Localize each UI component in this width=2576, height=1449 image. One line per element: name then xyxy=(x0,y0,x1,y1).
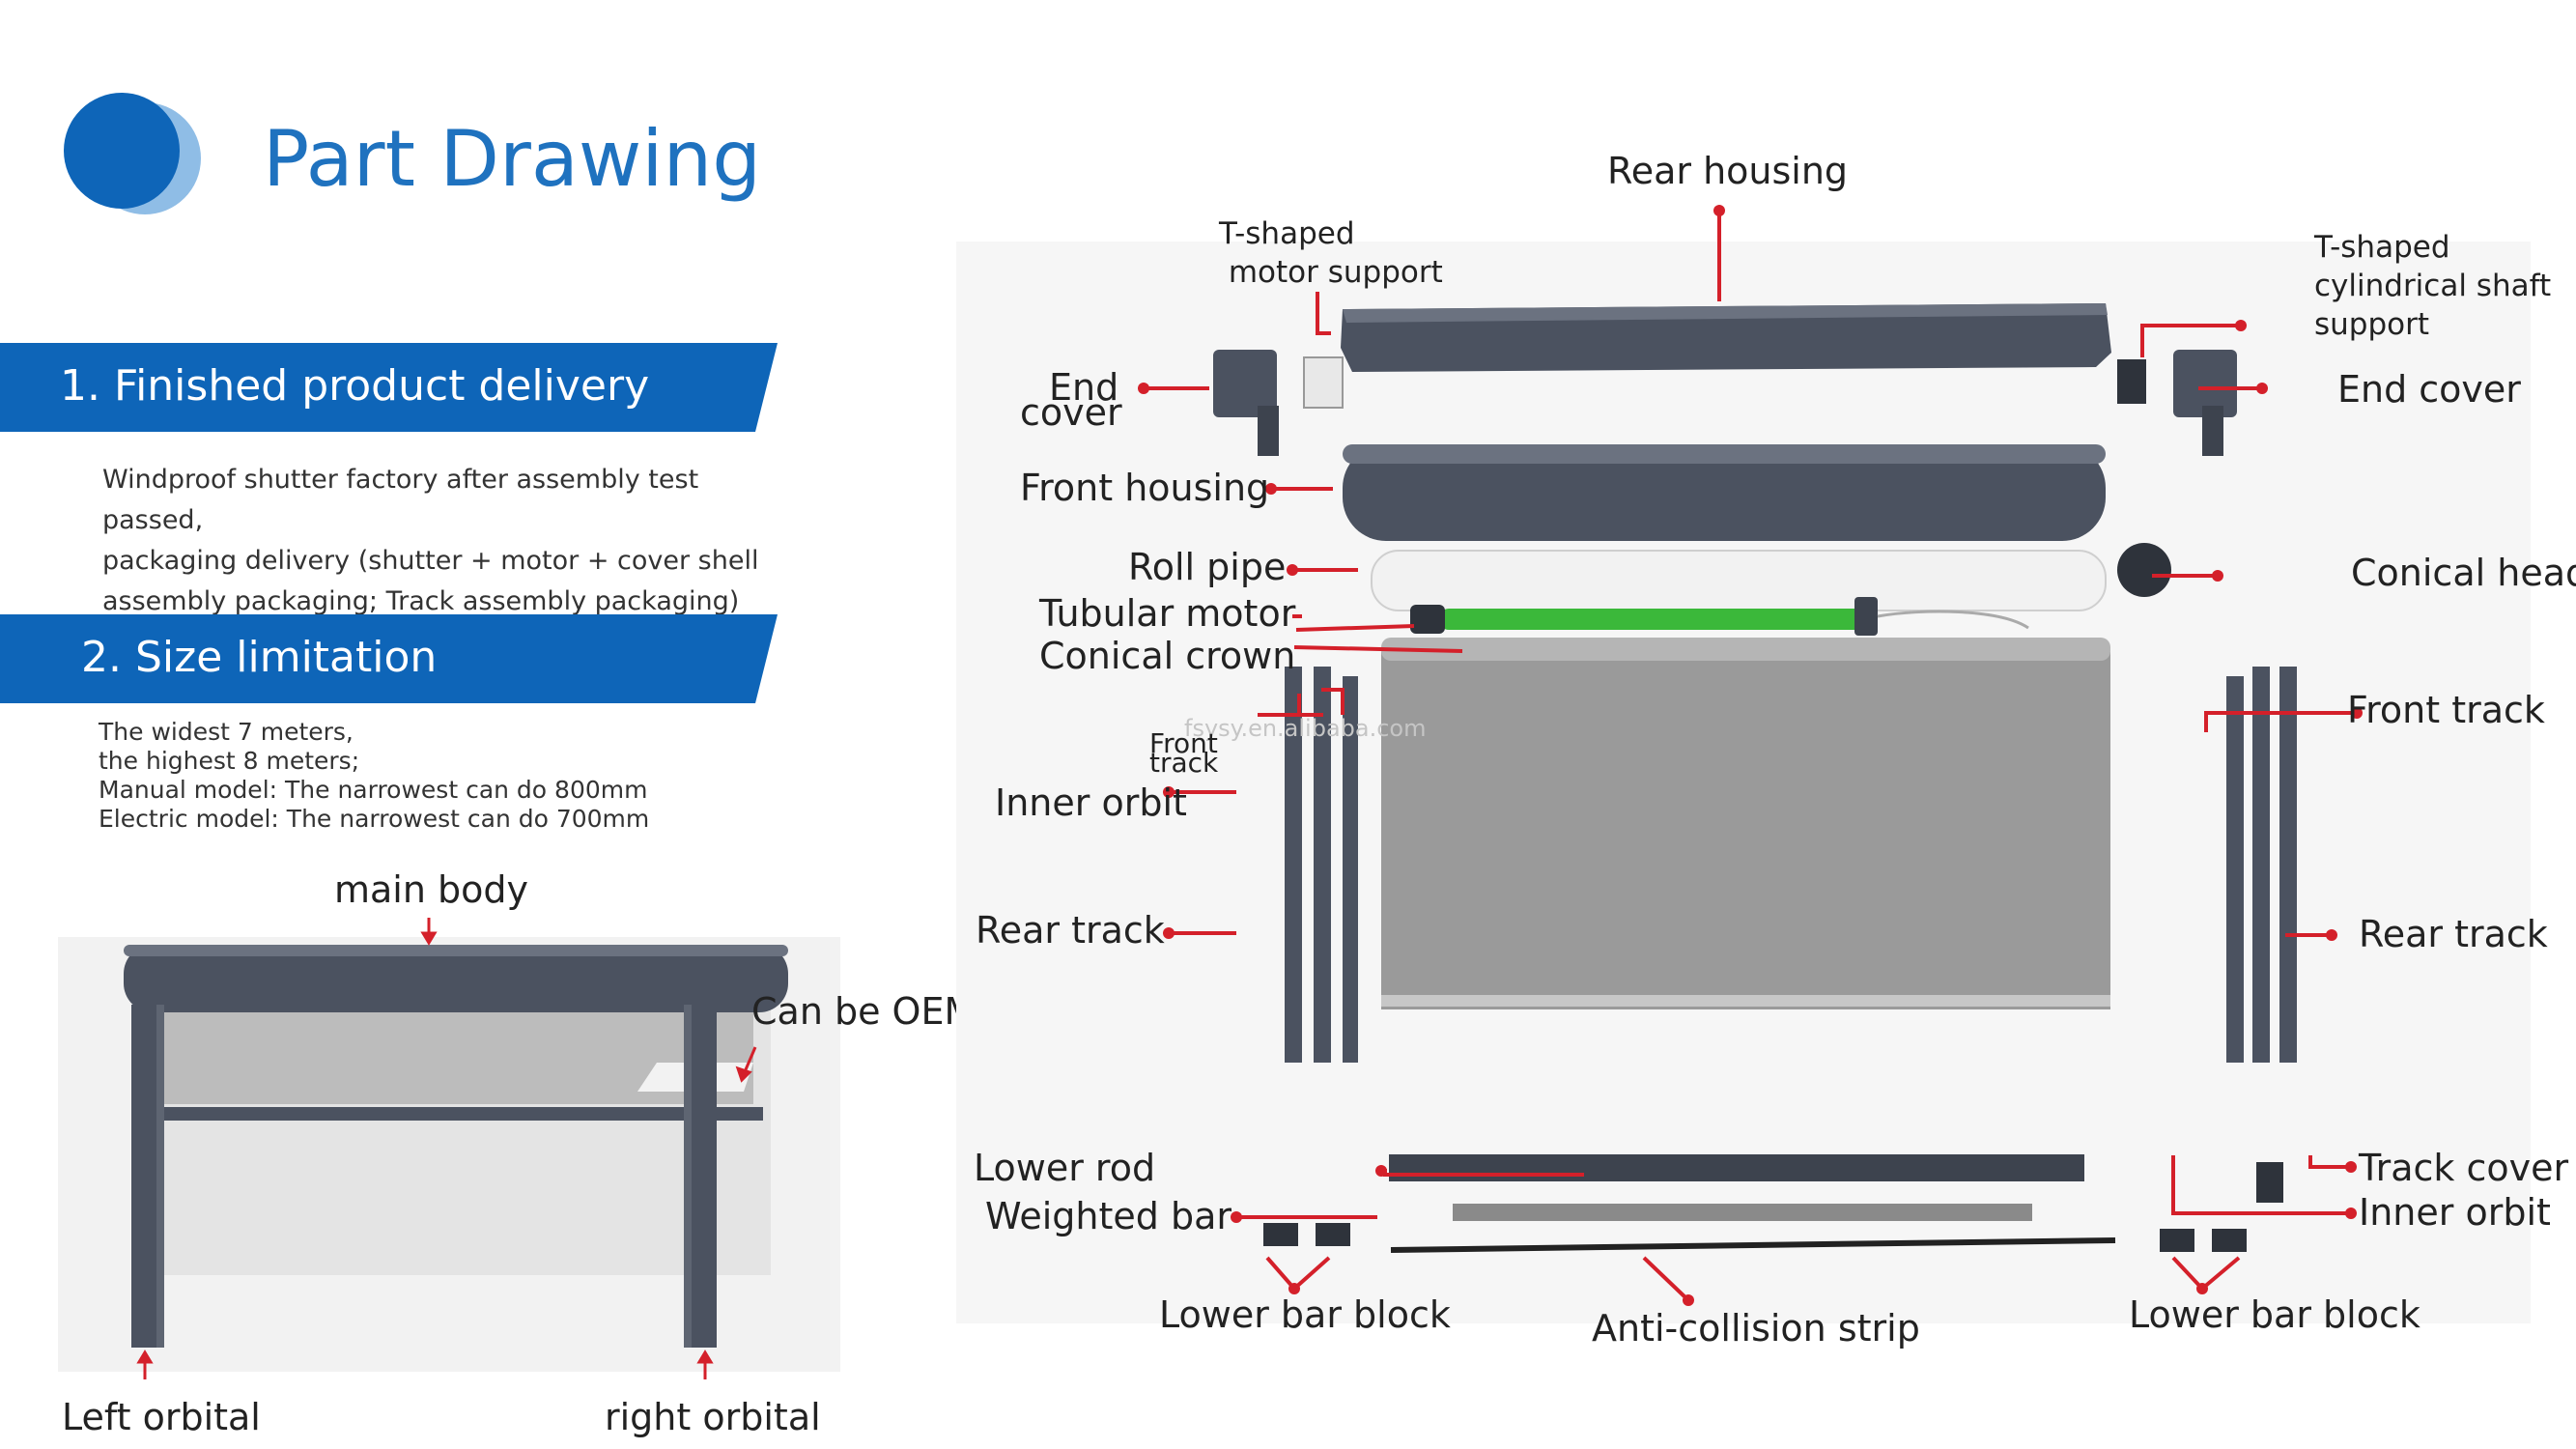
label-end-cover-right: End cover xyxy=(2337,368,2521,411)
limit-line: Manual model: The narrowest can do 800mm xyxy=(99,776,648,804)
label-conical-crown: Conical crown xyxy=(1039,635,1296,677)
product-illustration xyxy=(58,937,840,1372)
label-inner-orbit-left: Inner orbit xyxy=(995,781,1187,824)
label-can-be-oem: Can be OEM xyxy=(751,990,977,1033)
label-lower-bar-block-left: Lower bar block xyxy=(1159,1293,1451,1336)
label-front-track-right: Front track xyxy=(2347,689,2545,731)
label-rear-track-left: Rear track xyxy=(976,909,1165,952)
label-front-track-left-1: Front xyxy=(1149,727,1218,759)
label-lower-rod: Lower rod xyxy=(974,1147,1156,1189)
label-front-housing: Front housing xyxy=(1020,467,1270,509)
page-title: Part Drawing xyxy=(263,114,762,204)
watermark: fsysy.en.alibaba.com xyxy=(1184,715,1427,742)
logo-icon xyxy=(64,93,201,214)
size-limits: The widest 7 meters, the highest 8 meter… xyxy=(99,718,794,834)
section-heading-2: 2. Size limitation xyxy=(81,633,438,682)
limit-line: The widest 7 meters, xyxy=(99,718,354,746)
label-conical-head: Conical head xyxy=(2351,552,2576,594)
limit-line: Electric model: The narrowest can do 700… xyxy=(99,805,650,833)
label-lower-bar-block-right: Lower bar block xyxy=(2129,1293,2420,1336)
limit-line: the highest 8 meters; xyxy=(99,747,360,775)
label-track-cover: Track cover xyxy=(2359,1147,2569,1189)
label-roll-pipe: Roll pipe xyxy=(1128,546,1287,588)
label-tubular-motor: Tubular motor xyxy=(1039,592,1296,635)
label-left-orbital: Left orbital xyxy=(62,1396,261,1438)
label-rear-track-right: Rear track xyxy=(2359,913,2548,955)
label-end-cover-left-2: cover xyxy=(1020,391,1122,434)
section-banner-1-shape xyxy=(0,343,778,432)
section-body-1: Windproof shutter factory after assembly… xyxy=(102,465,759,616)
label-right-orbital: right orbital xyxy=(605,1396,821,1438)
label-main-body: main body xyxy=(334,868,529,911)
label-front-track-left-2: track xyxy=(1149,747,1219,779)
label-end-cover-left-1: End xyxy=(1049,366,1119,409)
label-t-motor-support: T-shaped motor support xyxy=(1219,216,1443,290)
label-rear-housing: Rear housing xyxy=(1607,150,1849,192)
section-banner-2-shape xyxy=(0,614,778,703)
exploded-diagram xyxy=(956,242,2531,1323)
section-heading-1: 1. Finished product delivery xyxy=(60,361,650,411)
label-anti-collision-strip: Anti-collision strip xyxy=(1592,1307,1920,1350)
label-t-shaft-support: T-shaped cylindrical shaft support xyxy=(2314,230,2552,342)
label-weighted-bar: Weighted bar xyxy=(985,1195,1231,1237)
label-inner-orbit-right: Inner orbit xyxy=(2359,1191,2551,1234)
